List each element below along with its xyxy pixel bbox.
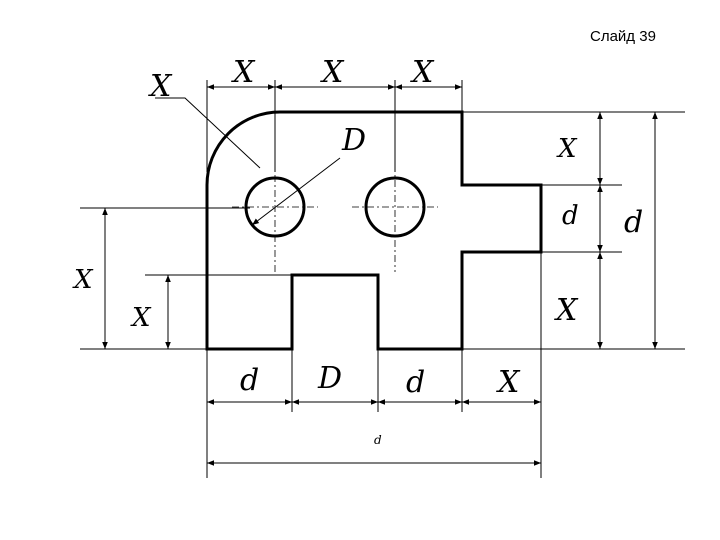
label-D-bottom: D (317, 361, 342, 396)
center-lines (232, 150, 438, 272)
label-d-right-total: d (624, 205, 643, 240)
label-d-total-bottom: d (374, 433, 382, 447)
label-x-top-3: X (410, 55, 435, 90)
dimension-lines-right (597, 112, 658, 349)
dimension-lines-left (102, 208, 171, 349)
label-x-corner: X (148, 69, 173, 104)
label-x-top-1: X (231, 55, 256, 90)
leader-lines (155, 97, 341, 226)
label-D-hole: D (341, 123, 366, 158)
label-x-right-top: X (556, 134, 578, 164)
part-outline (205, 110, 543, 351)
label-x-left-outer: X (72, 265, 94, 295)
label-d-bottom-1: d (240, 363, 259, 398)
label-x-left-inner: X (130, 303, 152, 333)
dimension-lines-bottom (207, 399, 541, 466)
label-x-top-2: X (320, 55, 345, 90)
label-d-right-mid: d (562, 201, 579, 231)
extension-lines (80, 80, 685, 478)
slide-number: Слайд 39 (590, 28, 656, 45)
label-x-right-bottom: X (554, 293, 579, 328)
label-x-bottom: X (496, 365, 521, 400)
label-d-bottom-2: d (406, 365, 425, 400)
